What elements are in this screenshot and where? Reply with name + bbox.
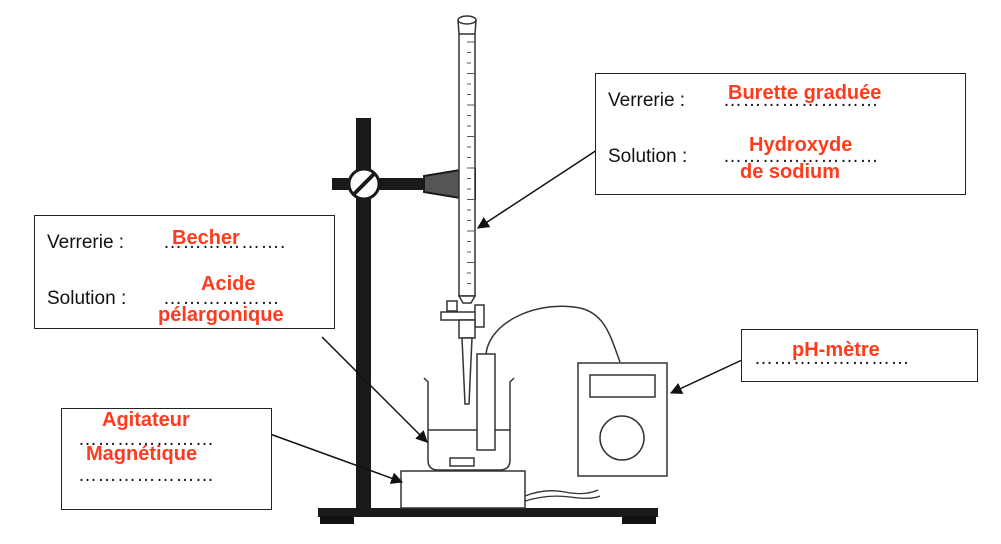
burette-top — [457, 15, 477, 25]
burette-verrerie-blank: …………………… — [723, 90, 879, 111]
stirrer-cable — [524, 489, 599, 497]
becher-solution-answer-line2: pélargonique — [158, 304, 284, 326]
becher-verrerie-blank: ………………. — [163, 232, 286, 253]
arrow-burette — [476, 149, 598, 229]
stand-foot-right — [622, 516, 656, 524]
ph-electrode — [476, 353, 496, 451]
agitateur-blank-line2: ………………… — [78, 465, 215, 486]
electrode-cable — [485, 305, 621, 363]
arrow-agitateur — [269, 433, 404, 484]
beaker — [423, 353, 515, 471]
ph-meter-device — [577, 362, 668, 477]
burette-solution-answer-line2: de sodium — [740, 161, 841, 183]
becher-verrerie-label: Verrerie : — [47, 232, 125, 253]
ph-meter-display — [589, 374, 656, 398]
burette-clamp — [423, 168, 461, 200]
becher-solution-label: Solution : — [47, 288, 127, 309]
agitateur-label-box: ………………… Agitateur ………………… Magnétique — [61, 408, 272, 510]
becher-label-box: Verrerie : ………………. Becher Solution : ………… — [34, 215, 335, 329]
stand-base — [318, 508, 658, 517]
burette-label-box: Verrerie : …………………… Burette graduée Solu… — [595, 73, 966, 195]
burette-verrerie-label: Verrerie : — [608, 90, 686, 111]
becher-solution-blank: ……………… — [163, 288, 280, 309]
magnetic-stirrer — [400, 470, 526, 509]
ph-metre-blank: …………………… — [754, 348, 910, 369]
becher-verrerie-answer: Becher — [172, 227, 240, 249]
stir-bar — [449, 457, 475, 467]
arrow-ph-metre — [669, 359, 743, 394]
agitateur-answer-line2: Magnétique — [86, 443, 198, 465]
burette-solution-answer-line1: Hydroxyde — [749, 134, 853, 156]
burette-graduations — [467, 41, 475, 284]
becher-solution-answer-line1: Acide — [201, 273, 256, 295]
burette-tip — [461, 337, 473, 405]
burette-solution-label: Solution : — [608, 146, 688, 167]
burette-stopcock — [446, 300, 458, 312]
agitateur-blank-line1: ………………… — [78, 429, 215, 450]
stand-foot-left — [320, 516, 354, 524]
ph-meter-knob — [599, 415, 645, 461]
burette-solution-blank: …………………… — [723, 146, 879, 167]
agitateur-answer-line1: Agitateur — [102, 409, 190, 431]
arrow-becher — [321, 336, 428, 443]
ph-metre-answer: pH-mètre — [792, 339, 880, 361]
ph-metre-label-box: …………………… pH-mètre — [741, 329, 978, 382]
burette-verrerie-answer: Burette graduée — [728, 82, 882, 104]
stand-rod — [356, 118, 371, 509]
